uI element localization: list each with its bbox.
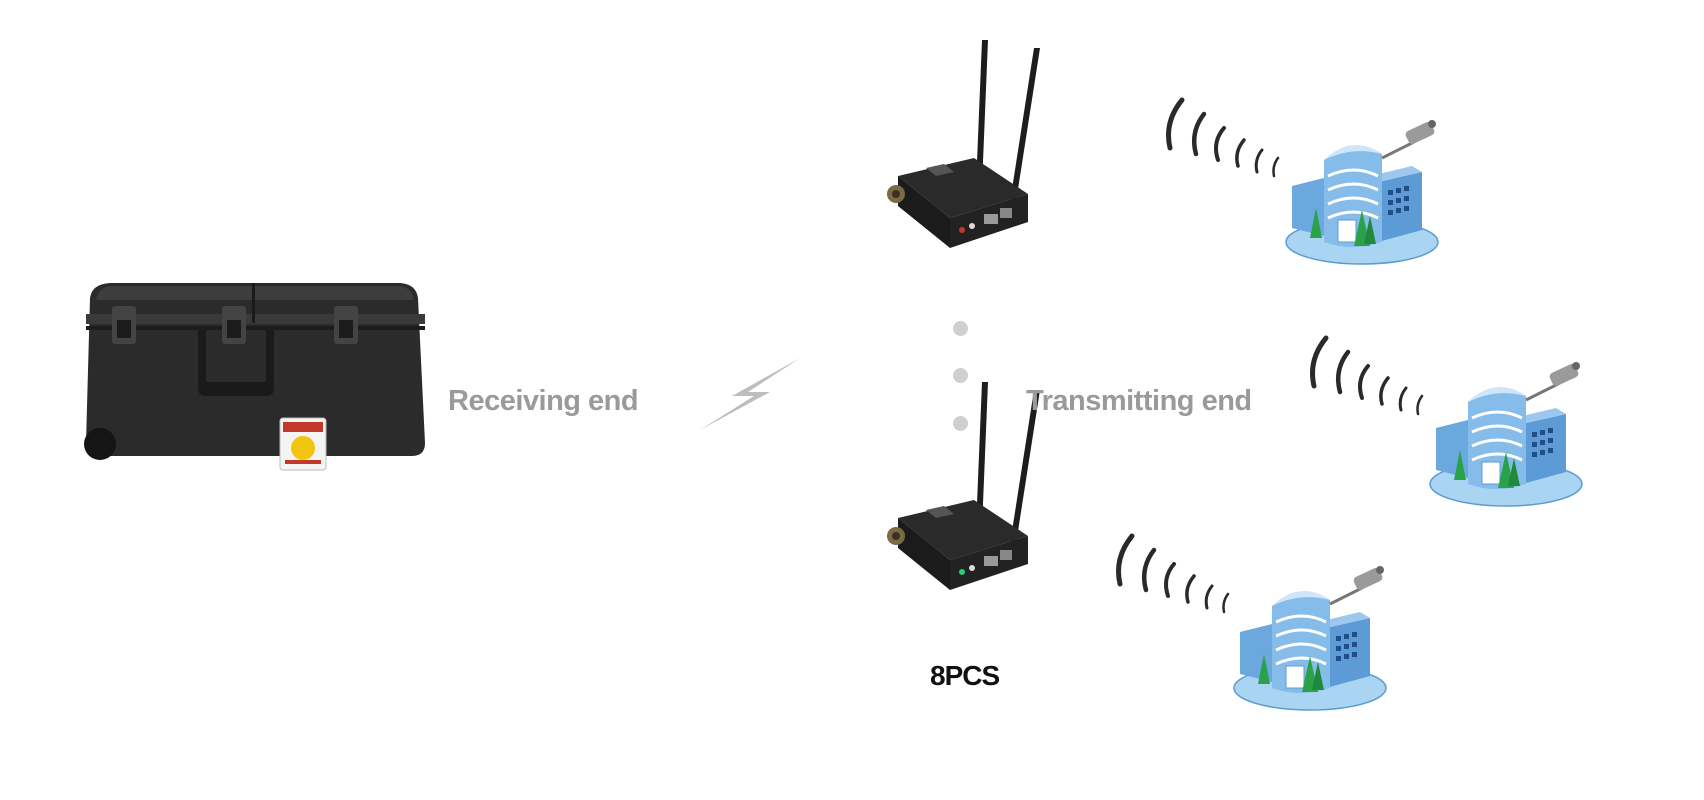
- wireless-waves-icon: [1112, 536, 1242, 626]
- transmitting-end-label: Transmitting end: [1026, 385, 1252, 417]
- ellipsis-dot: [953, 416, 968, 431]
- building-with-camera-icon: [1428, 360, 1584, 508]
- lightning-bolt-icon: [700, 358, 800, 430]
- building-with-camera-icon: [1232, 564, 1388, 712]
- quantity-label: 8PCS: [930, 660, 1000, 691]
- receiving-end-label: Receiving end: [448, 385, 639, 417]
- receiver-case-image: [84, 283, 425, 471]
- transmitter-device-1: [887, 40, 1040, 248]
- ellipsis-dot: [953, 368, 968, 383]
- wireless-waves-icon: [1162, 100, 1292, 190]
- building-with-camera-icon: [1284, 118, 1440, 266]
- transmitter-device-2: [887, 382, 1040, 590]
- ellipsis-dot: [953, 321, 968, 336]
- wireless-waves-icon: [1306, 338, 1436, 428]
